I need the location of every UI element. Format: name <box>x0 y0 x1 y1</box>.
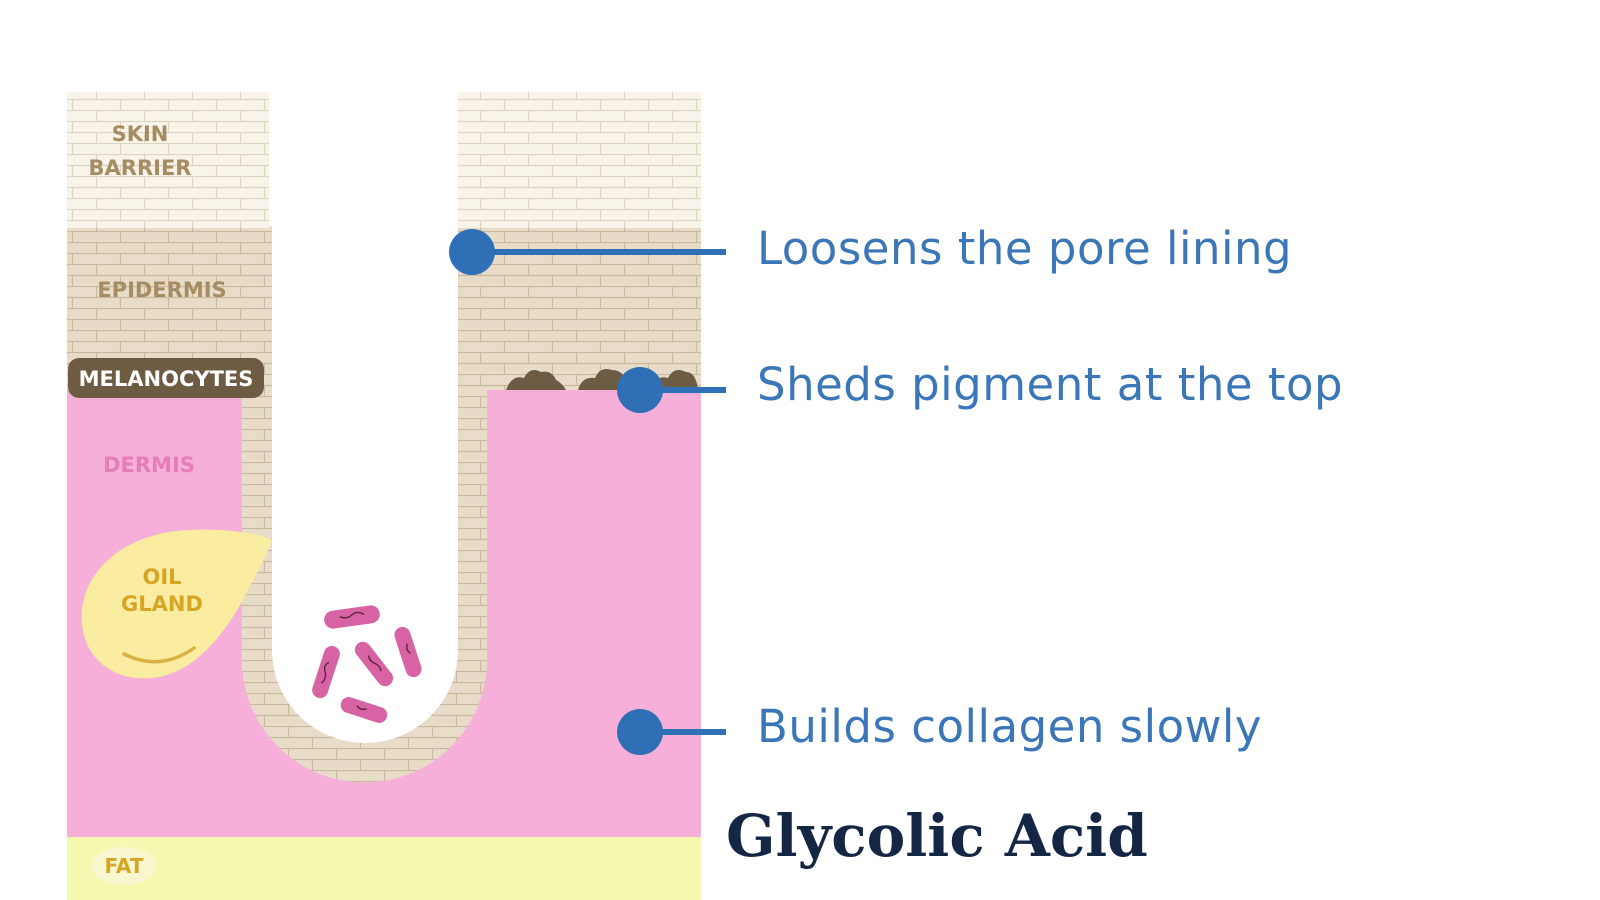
skin-barrier-right <box>455 92 701 228</box>
bacterium <box>354 641 394 687</box>
skin-barrier-left <box>67 92 269 228</box>
fat-layer <box>67 837 701 900</box>
callout-marker-3 <box>617 709 726 755</box>
melanocytes-badge <box>68 358 264 398</box>
bacteria-cluster <box>312 605 422 723</box>
fat-label: FAT <box>105 854 144 878</box>
callout-loosens-pore-lining: Loosens the pore lining <box>757 222 1293 275</box>
oil-gland-label: OIL <box>142 565 181 589</box>
bacterium <box>324 605 380 629</box>
bacterium <box>312 645 340 699</box>
oil-gland-smile <box>122 646 196 664</box>
skin-barrier-label: SKIN <box>112 122 169 146</box>
bacterium <box>340 697 388 723</box>
callout-marker-1 <box>449 229 726 275</box>
page-title: Glycolic Acid <box>726 802 1148 870</box>
pore-opening <box>272 90 458 743</box>
pigment-cluster <box>652 370 698 390</box>
bacterium <box>394 626 422 678</box>
callout-sheds-pigment: Sheds pigment at the top <box>757 358 1344 411</box>
epidermis-label: EPIDERMIS <box>97 278 226 302</box>
callout-builds-collagen: Builds collagen slowly <box>757 700 1263 753</box>
melanocytes-label: MELANOCYTES <box>79 367 254 391</box>
dermis-label: DERMIS <box>103 453 195 477</box>
oil-gland-label: GLAND <box>121 592 203 616</box>
pigment-cluster <box>506 370 566 390</box>
fat-label-bubble <box>92 847 156 885</box>
skin-barrier-label: BARRIER <box>89 156 192 180</box>
callout-marker-2 <box>617 367 726 413</box>
oil-gland <box>81 529 272 679</box>
